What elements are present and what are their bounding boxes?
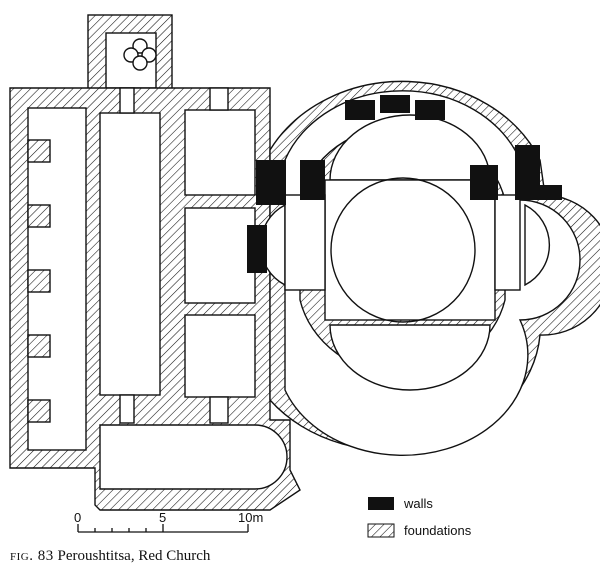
wall-east-pier (540, 185, 562, 200)
figure-number: fig. 83 (10, 548, 54, 564)
central-square (324, 179, 496, 321)
scale-bar (77, 524, 249, 533)
scale-tick-0: 0 (74, 510, 81, 525)
legend-walls-label: walls (403, 496, 433, 511)
south-chamber (99, 424, 288, 490)
hall-door-bottom (119, 394, 135, 424)
wall-north-arc-1 (345, 100, 375, 120)
west-bay (284, 194, 326, 291)
north-conch (329, 114, 491, 181)
tetraconch (259, 80, 600, 456)
scale-tick-5: 5 (159, 510, 166, 525)
central-hall (99, 112, 161, 396)
narthex-door-bottom (209, 396, 229, 424)
wall-northwest-block (256, 160, 286, 205)
narthex-middle (184, 207, 256, 304)
east-conch (524, 203, 551, 287)
wall-north-arc-3 (415, 100, 445, 120)
wall-west-lower (247, 225, 267, 273)
figure-title: Peroushtitsa, Red Church (57, 548, 211, 564)
figure-caption: fig. 83 Peroushtitsa, Red Church (10, 548, 210, 565)
surviving-walls (247, 95, 562, 273)
dome-circle (330, 177, 476, 323)
narthex-door-top (209, 87, 229, 111)
hall-door-top (119, 87, 135, 114)
corridor-niches (27, 139, 51, 423)
wall-north-east-inner (470, 165, 498, 200)
legend-walls-swatch (368, 497, 394, 510)
south-conch (329, 324, 491, 391)
narthex-upper (184, 109, 256, 196)
wall-north-inner (300, 160, 325, 200)
wall-east-block (515, 145, 540, 200)
west-block (9, 14, 301, 511)
legend-foundations-swatch (367, 523, 395, 538)
narthex-lower (184, 314, 256, 398)
east-bay (494, 194, 521, 291)
quatrefoil-icon (123, 38, 157, 71)
wall-north-arc-2 (380, 95, 410, 113)
legend-foundations-label: foundations (404, 523, 472, 538)
scale-tick-10: 10m (238, 510, 263, 525)
legend: walls foundations (367, 496, 472, 538)
